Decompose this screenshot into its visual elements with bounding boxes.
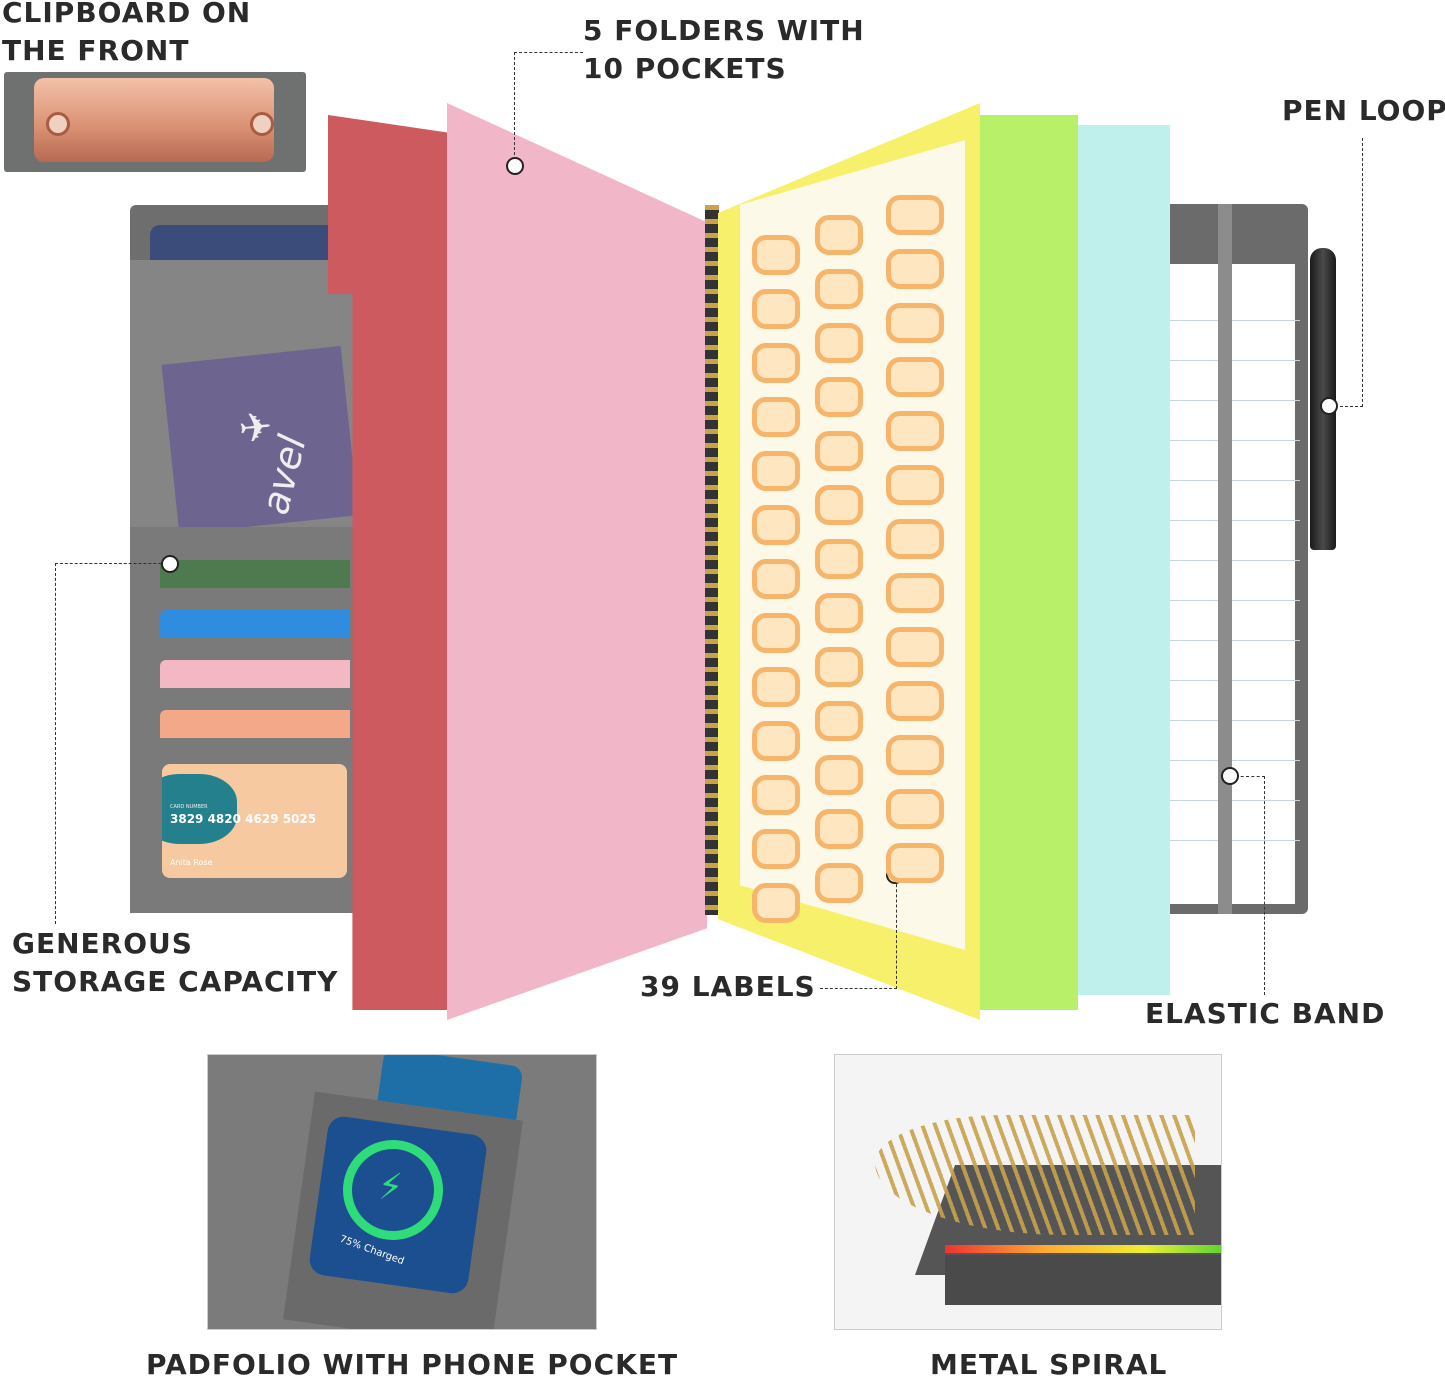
metal-spiral-photo bbox=[834, 1054, 1222, 1330]
caption-metal-spiral: METAL SPIRAL bbox=[930, 1348, 1168, 1378]
folder-pink bbox=[447, 103, 707, 1020]
spiral-binding bbox=[705, 205, 719, 915]
elastic-band bbox=[1218, 204, 1232, 914]
callout-pen-loop: PEN LOOP bbox=[1282, 94, 1445, 127]
lightning-bolt-icon: ⚡ bbox=[378, 1167, 404, 1208]
label-slot bbox=[815, 593, 863, 633]
label-slot bbox=[815, 485, 863, 525]
label-slot bbox=[815, 323, 863, 363]
credit-card: CARD NUMBER 3829 4820 4629 5025 Anita Ro… bbox=[162, 764, 347, 878]
label-slot bbox=[886, 465, 944, 505]
label-slot bbox=[752, 829, 800, 869]
label-slot bbox=[886, 249, 944, 289]
label-slot bbox=[815, 809, 863, 849]
label-slot bbox=[752, 505, 800, 545]
label-slot bbox=[815, 269, 863, 309]
card-caption: CARD NUMBER bbox=[170, 804, 208, 810]
phone-pocket-photo: ⚡ 75% Charged bbox=[207, 1054, 597, 1330]
label-slot bbox=[752, 559, 800, 599]
label-slot bbox=[886, 789, 944, 829]
label-slot bbox=[815, 539, 863, 579]
label-slot bbox=[752, 343, 800, 383]
label-slot bbox=[752, 775, 800, 815]
travel-ticket: ✈ avel bbox=[161, 346, 359, 534]
label-slot bbox=[752, 721, 800, 761]
label-slot bbox=[886, 681, 944, 721]
caption-phone-pocket: PADFOLIO WITH PHONE POCKET bbox=[146, 1348, 679, 1378]
label-slot bbox=[815, 701, 863, 741]
label-slot bbox=[752, 235, 800, 275]
label-slot bbox=[886, 357, 944, 397]
label-slot bbox=[886, 627, 944, 667]
label-slot bbox=[886, 411, 944, 451]
callout-clipboard: CLIPBOARD ON THE FRONT bbox=[2, 0, 252, 67]
label-slot bbox=[886, 519, 944, 559]
label-slot bbox=[886, 195, 944, 235]
label-slot bbox=[815, 431, 863, 471]
card-number: 3829 4820 4629 5025 bbox=[170, 812, 317, 826]
label-slot bbox=[886, 735, 944, 775]
label-slot bbox=[752, 289, 800, 329]
clipboard-photo bbox=[4, 72, 306, 172]
label-slot bbox=[815, 647, 863, 687]
label-slot bbox=[815, 863, 863, 903]
label-slot bbox=[752, 451, 800, 491]
callout-elastic: ELASTIC BAND bbox=[1145, 997, 1386, 1030]
callout-labels: 39 LABELS bbox=[640, 970, 816, 1003]
label-slot bbox=[815, 215, 863, 255]
label-slot bbox=[752, 667, 800, 707]
label-slot bbox=[886, 843, 944, 883]
label-slot bbox=[752, 613, 800, 653]
label-slot bbox=[886, 573, 944, 613]
folder-green bbox=[980, 115, 1078, 1010]
callout-folders: 5 FOLDERS WITH 10 POCKETS bbox=[583, 14, 865, 85]
callout-storage: GENEROUS STORAGE CAPACITY bbox=[12, 927, 339, 998]
folder-cyan bbox=[1078, 125, 1170, 995]
label-slot bbox=[815, 755, 863, 795]
label-slot bbox=[886, 303, 944, 343]
label-slot bbox=[752, 397, 800, 437]
label-slot bbox=[815, 377, 863, 417]
label-slot bbox=[752, 883, 800, 923]
card-name: Anita Rose bbox=[170, 858, 213, 867]
